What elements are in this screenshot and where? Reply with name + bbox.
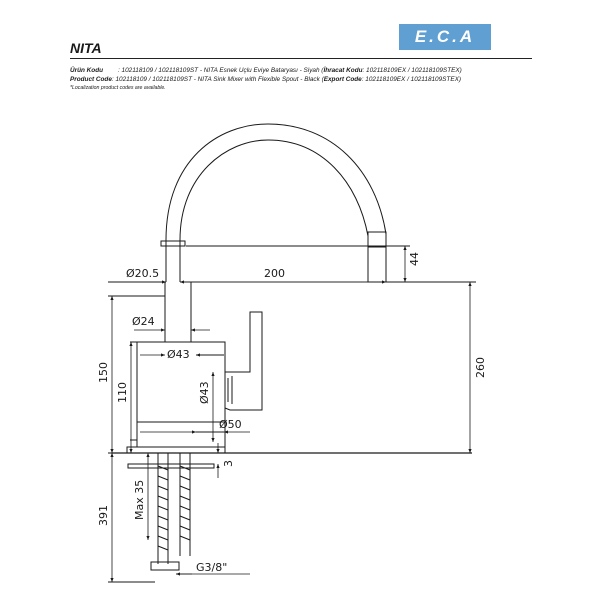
mixer-base <box>126 446 226 454</box>
dim-body-diameter-side: Ø43 <box>198 381 211 404</box>
product-title: NITA <box>70 40 102 56</box>
spout-outer <box>165 123 387 282</box>
title-divider <box>70 58 532 59</box>
dim-height-150: 150 <box>97 362 110 383</box>
dim-base-diameter: Ø50 <box>219 418 242 431</box>
en-code-label: Product Code <box>70 76 112 83</box>
product-codes: Ürün Kodu : 102118109 / 102118109ST - NIT… <box>70 66 462 93</box>
hose-nut <box>150 561 180 571</box>
lever-handle <box>224 311 263 411</box>
counter-washer <box>127 463 215 469</box>
spout-inner <box>179 139 369 282</box>
dim-max-counter: Max 35 <box>133 480 146 520</box>
tr-export-label: İhracat Kodu <box>323 67 363 74</box>
tr-code-text: : 102118109 / 102118109ST - NITA Esnek U… <box>118 67 324 74</box>
spout-nozzle <box>367 231 387 283</box>
mounting-stud <box>157 453 191 564</box>
en-code-line: Product Code: 102118109 / 102118109ST - … <box>70 75 462 84</box>
dim-neck-diameter: Ø24 <box>132 315 155 328</box>
en-export-label: Export Code <box>323 76 362 83</box>
logo-text: E.C.A <box>414 27 476 46</box>
neck <box>164 282 192 342</box>
dim-thread: G3/8" <box>196 561 227 574</box>
tr-code-line: Ürün Kodu : 102118109 / 102118109ST - NIT… <box>70 66 462 75</box>
tr-code-label: Ürün Kodu <box>70 67 104 74</box>
dim-hose-length: 391 <box>97 505 110 526</box>
dim-reach: 200 <box>264 267 285 280</box>
dim-height-110: 110 <box>116 382 129 403</box>
en-code-text: : 102118109 / 102118109ST - NITA Sink Mi… <box>111 76 324 83</box>
tr-export-codes: : 102118109EX / 102118109STEX) <box>362 67 462 74</box>
dim-body-diameter-top: Ø43 <box>167 348 190 361</box>
spout-ring <box>160 240 186 247</box>
dim-total-height: 260 <box>474 357 487 378</box>
dim-spout-end-height: 44 <box>408 252 421 266</box>
dim-spout-diameter: Ø20.5 <box>126 267 159 280</box>
en-export-codes: : 102118109EX / 102118109STEX) <box>361 76 461 83</box>
dim-base-thickness: 3 <box>222 460 235 467</box>
localization-note: *Localization product codes are availabl… <box>70 85 166 91</box>
eca-logo: E.C.A <box>399 24 491 50</box>
